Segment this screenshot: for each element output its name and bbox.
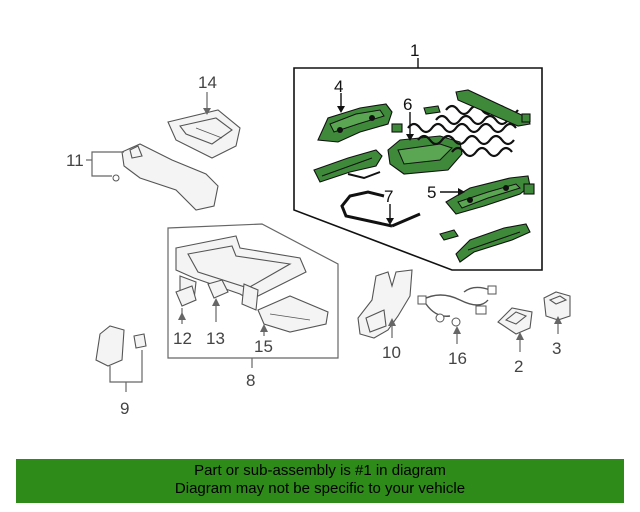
- callout-4: 4: [334, 77, 343, 96]
- callout-3: 3: [552, 339, 561, 358]
- cover-3: [543, 291, 571, 321]
- wire-harness-16: [417, 285, 497, 327]
- callout-1: 1: [410, 41, 419, 60]
- seat-rail-lower-left: [313, 149, 383, 183]
- parts-diagram: 1 4 6: [66, 41, 571, 418]
- notice-line-1: Part or sub-assembly is #1 in diagram: [194, 462, 446, 479]
- callout-15: 15: [254, 337, 273, 356]
- seat-pan: [387, 135, 463, 175]
- callout-5: 5: [427, 183, 436, 202]
- callout-13: 13: [206, 329, 225, 348]
- diagram-notice-bar: Part or sub-assembly is #1 in diagram Di…: [16, 459, 624, 503]
- callout-6: 6: [403, 95, 412, 114]
- callout-2: 2: [514, 357, 523, 376]
- callout-8: 8: [246, 371, 255, 390]
- callout-14: 14: [198, 73, 217, 92]
- track-stop: [523, 183, 535, 195]
- storage-tray: [167, 109, 241, 159]
- front-crossbar: [455, 89, 531, 127]
- side-garnish-10: [357, 269, 413, 339]
- callout-12: 12: [173, 329, 192, 348]
- clip-a: [391, 123, 403, 133]
- seat-track-upper-left: [317, 103, 393, 143]
- seat-track-right: [445, 175, 531, 215]
- notice-line-2: Diagram may not be specific to your vehi…: [174, 480, 466, 497]
- callout-7: 7: [384, 187, 393, 206]
- seat-rail-lower-right: [439, 223, 531, 263]
- assembly-1-group: 1 4 6: [293, 41, 543, 271]
- callout-9: 9: [120, 399, 129, 418]
- release-cable: [340, 171, 421, 228]
- cover-2: [497, 307, 533, 335]
- side-cover-9: [95, 325, 147, 367]
- leader-11-top: [91, 151, 124, 160]
- side-bracket: [112, 143, 219, 211]
- callout-16: 16: [448, 349, 467, 368]
- frame-group-8: [167, 223, 339, 359]
- leader-11-bottom: [91, 160, 112, 177]
- callout-11: 11: [66, 151, 84, 170]
- crossbar-cap: [521, 113, 531, 123]
- callout-10: 10: [382, 343, 401, 362]
- clip-b: [423, 105, 441, 115]
